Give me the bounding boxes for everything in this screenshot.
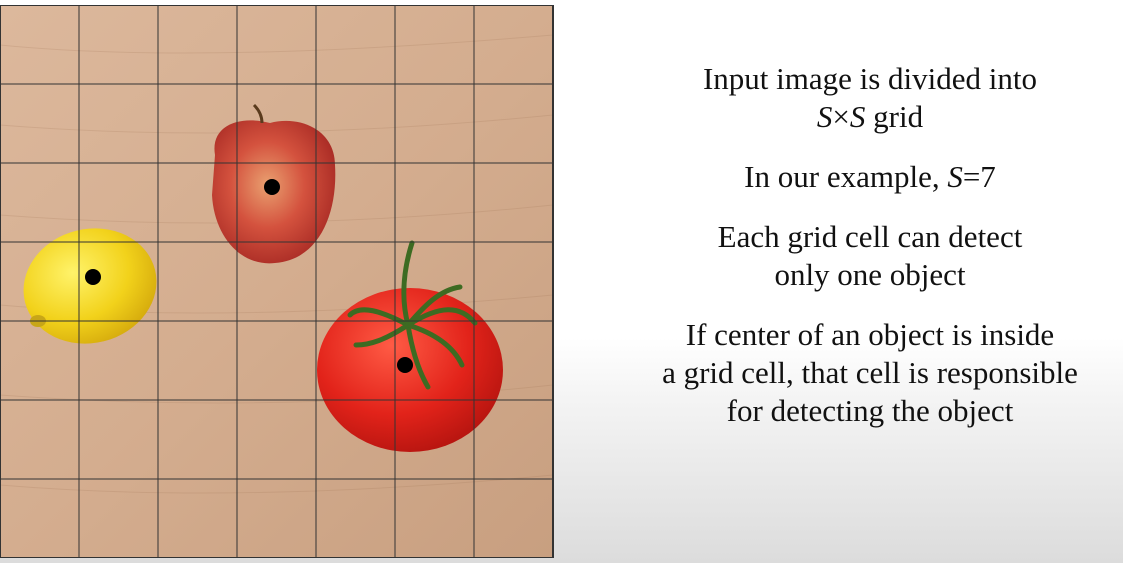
text-fragment: grid: [865, 99, 924, 134]
math-var: S: [947, 159, 963, 194]
text-line: If center of an object is inside: [685, 317, 1055, 352]
apple-center-dot: [264, 179, 280, 195]
grid-photo: [0, 5, 554, 558]
text-line: S×S grid: [600, 98, 1123, 136]
math-times: ×: [832, 99, 850, 134]
lemon-center-dot: [85, 269, 101, 285]
math-var: S: [816, 99, 833, 134]
text-fragment: In our example,: [744, 159, 948, 194]
text-line: Input image is divided into: [702, 61, 1038, 96]
text-line: only one object: [774, 257, 966, 292]
text-line: a grid cell, that cell is responsible: [662, 355, 1078, 390]
grid-overlay: [0, 5, 553, 558]
text-line: In our example, S=7: [600, 158, 1123, 196]
explanation-text: Input image is divided into S×S grid In …: [600, 60, 1123, 452]
paragraph-example: In our example, S=7: [600, 158, 1123, 196]
paragraph-grid-division: Input image is divided into S×S grid: [600, 60, 1123, 136]
text-line: for detecting the object: [726, 393, 1014, 428]
photo-svg: [0, 5, 553, 558]
math-var: S: [849, 99, 866, 134]
paragraph-one-object: Each grid cell can detect only one objec…: [600, 218, 1123, 294]
paragraph-responsibility: If center of an object is inside a grid …: [600, 316, 1123, 430]
text-line: Each grid cell can detect: [717, 219, 1023, 254]
object-centers: [85, 179, 413, 373]
tomato-center-dot: [397, 357, 413, 373]
math-value: =7: [962, 159, 996, 194]
